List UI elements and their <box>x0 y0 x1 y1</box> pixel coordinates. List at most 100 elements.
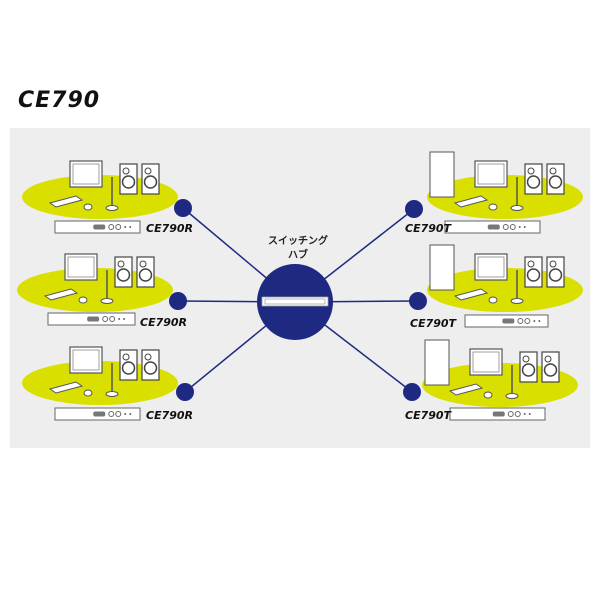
connection-node <box>405 200 423 218</box>
audio-port-icon <box>108 411 115 417</box>
switching-hub-icon <box>261 296 329 307</box>
speaker-tweeter <box>522 355 530 363</box>
audio-port-icon <box>509 224 516 230</box>
station-model-label: CE790T <box>410 317 458 330</box>
led-indicator <box>528 413 531 415</box>
speaker-tweeter <box>139 260 147 268</box>
led-indicator <box>129 413 132 415</box>
vga-port-icon <box>487 224 500 230</box>
led-indicator <box>123 318 126 320</box>
audio-port-icon <box>517 318 524 324</box>
keyboard-icon <box>453 195 489 208</box>
speaker-tweeter <box>527 167 535 175</box>
speaker-tweeter <box>549 260 557 268</box>
audio-port-icon <box>115 224 122 230</box>
led-indicator <box>124 413 127 415</box>
speaker-woofer <box>548 175 563 189</box>
keyboard-icon <box>453 288 489 301</box>
monitor-icon <box>69 160 103 188</box>
station-model-label: CE790T <box>405 409 453 422</box>
monitor-screen <box>67 256 95 278</box>
speaker-woofer <box>526 175 541 189</box>
audio-port-icon <box>108 224 115 230</box>
speaker-woofer <box>548 268 563 282</box>
audio-port-icon <box>102 316 109 322</box>
led-indicator <box>538 320 541 322</box>
connection-node <box>169 292 187 310</box>
audio-port-icon <box>115 411 122 417</box>
station-right: CE790T <box>405 151 583 235</box>
speaker-woofer <box>143 361 158 375</box>
microphone-base <box>105 391 119 397</box>
microphone-base <box>505 393 519 399</box>
speaker-tweeter <box>117 260 125 268</box>
desk-platform <box>17 268 173 312</box>
monitor-screen <box>477 163 505 185</box>
monitor-screen <box>72 163 100 185</box>
led-indicator <box>124 226 127 228</box>
audio-port-icon <box>524 318 531 324</box>
speaker-tweeter <box>549 167 557 175</box>
station-model-label: CE790R <box>146 222 193 235</box>
desk-platform <box>22 361 178 405</box>
station-left: CE790R <box>22 346 194 422</box>
monitor-icon <box>64 253 98 281</box>
stations: CE790R CE790R CE790R CE790T CE790T CE790T <box>17 151 583 422</box>
speaker-woofer <box>121 361 136 375</box>
keyboard-icon <box>48 381 84 394</box>
vga-port-icon <box>87 316 100 322</box>
monitor-icon <box>474 160 508 188</box>
monitor-screen <box>477 256 505 278</box>
monitor-icon <box>69 346 103 374</box>
monitor-icon <box>474 253 508 281</box>
speaker-tweeter <box>144 167 152 175</box>
speaker-woofer <box>526 268 541 282</box>
station-right: CE790T <box>403 339 578 422</box>
audio-port-icon <box>502 224 509 230</box>
hub-label-line1: スイッチング <box>268 234 328 247</box>
speaker-tweeter <box>122 167 130 175</box>
speaker-tweeter <box>527 260 535 268</box>
connection-node <box>409 292 427 310</box>
audio-port-icon <box>514 411 521 417</box>
pc-tower-icon <box>429 151 455 198</box>
pc-tower-icon <box>424 339 450 386</box>
connection-node <box>403 383 421 401</box>
desk-platform <box>422 363 578 407</box>
speaker-woofer <box>116 268 131 282</box>
led-indicator <box>118 318 121 320</box>
vga-port-icon <box>492 411 505 417</box>
mouse-icon <box>83 203 93 211</box>
monitor-screen <box>472 351 500 373</box>
station-model-label: CE790R <box>140 316 187 329</box>
microphone-base <box>100 298 114 304</box>
mouse-icon <box>488 203 498 211</box>
microphone-base <box>105 205 119 211</box>
speaker-woofer <box>138 268 153 282</box>
speaker-woofer <box>521 363 536 377</box>
speaker-tweeter <box>122 353 130 361</box>
desk-platform <box>427 175 583 219</box>
station-model-label: CE790R <box>146 409 193 422</box>
keyboard-icon <box>48 195 84 208</box>
microphone-base <box>510 298 524 304</box>
led-indicator <box>523 226 526 228</box>
speaker-woofer <box>121 175 136 189</box>
vga-port-icon <box>502 318 515 324</box>
speaker-tweeter <box>144 353 152 361</box>
diagram-title: CE790 <box>18 88 101 113</box>
vga-port-icon <box>93 411 106 417</box>
station-model-label: CE790T <box>405 222 453 235</box>
connection-node <box>174 199 192 217</box>
speaker-woofer <box>543 363 558 377</box>
station-right: CE790T <box>409 244 583 330</box>
keyboard-icon <box>448 383 484 396</box>
mouse-icon <box>488 296 498 304</box>
monitor-icon <box>469 348 503 376</box>
vga-port-icon <box>93 224 106 230</box>
desk-platform <box>427 268 583 312</box>
desk-platform <box>22 175 178 219</box>
led-indicator <box>533 320 536 322</box>
monitor-screen <box>72 349 100 371</box>
